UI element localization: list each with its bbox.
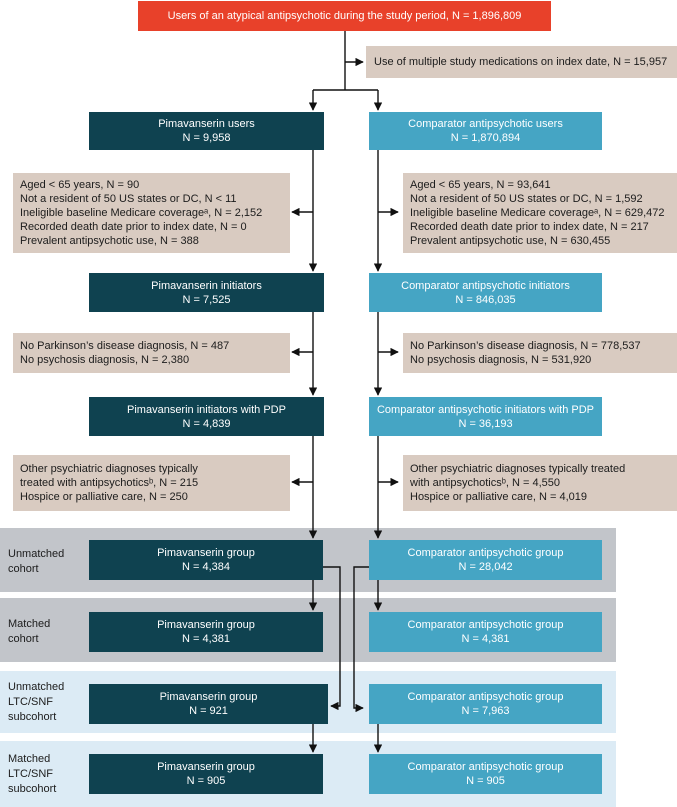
exclusion-1-comparator: Aged < 65 years, N = 93,641 Not a reside… [403, 173, 677, 253]
band-label-unmatched-ltc-subcohort: Unmatched LTC/SNF subcohort [8, 681, 65, 723]
comparator-users-box: Comparator antipsychotic users N = 1,870… [369, 112, 602, 150]
exclusion-2-comparator: No Parkinson’s disease diagnosis, N = 77… [403, 333, 677, 373]
exclusion-multiple-medications: Use of multiple study medications on ind… [366, 46, 677, 78]
pimavanserin-group-unmatched-ltc: Pimavanserin group N = 921 [89, 684, 328, 724]
comparator-group-matched-ltc: Comparator antipsychotic group N = 905 [369, 754, 602, 794]
pimavanserin-initiators-box: Pimavanserin initiators N = 7,525 [89, 273, 324, 312]
comparator-group-matched: Comparator antipsychotic group N = 4,381 [369, 612, 602, 652]
comparator-pdp-box: Comparator antipsychotic initiators with… [369, 397, 602, 436]
exclusion-1-pimavanserin: Aged < 65 years, N = 90 Not a resident o… [13, 173, 290, 253]
comparator-group-unmatched-ltc: Comparator antipsychotic group N = 7,963 [369, 684, 602, 724]
exclusion-3-comparator: Other psychiatric diagnoses typically tr… [403, 455, 677, 511]
pimavanserin-users-box: Pimavanserin users N = 9,958 [89, 112, 324, 150]
total-users-box: Users of an atypical antipsychotic durin… [138, 1, 551, 31]
exclusion-2-pimavanserin: No Parkinson’s disease diagnosis, N = 48… [13, 333, 290, 373]
pimavanserin-group-matched-ltc: Pimavanserin group N = 905 [89, 754, 323, 794]
band-label-matched-ltc-subcohort: Matched LTC/SNF subcohort [8, 753, 57, 795]
comparator-initiators-box: Comparator antipsychotic initiators N = … [369, 273, 602, 312]
exclusion-3-pimavanserin: Other psychiatric diagnoses typically tr… [13, 455, 290, 511]
pimavanserin-pdp-box: Pimavanserin initiators with PDP N = 4,8… [89, 397, 324, 436]
band-label-matched-cohort: Matched cohort [8, 618, 51, 645]
comparator-group-unmatched: Comparator antipsychotic group N = 28,04… [369, 540, 602, 580]
band-label-unmatched-cohort: Unmatched cohort [8, 548, 65, 575]
pimavanserin-group-unmatched: Pimavanserin group N = 4,384 [89, 540, 323, 580]
pimavanserin-group-matched: Pimavanserin group N = 4,381 [89, 612, 323, 652]
